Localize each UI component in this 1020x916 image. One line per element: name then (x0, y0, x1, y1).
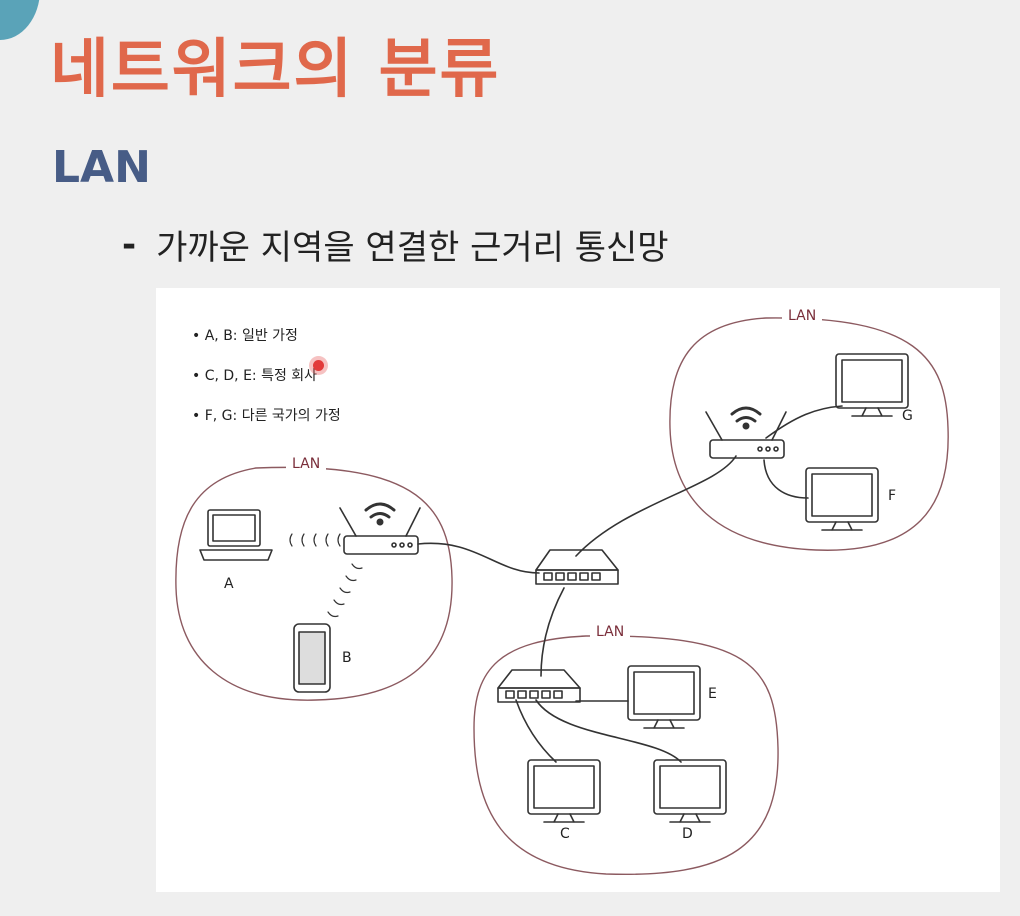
cable-router-foreign-to-g (765, 405, 843, 439)
bullet-text: 가까운 지역을 연결한 근거리 통신망 (156, 228, 669, 268)
router-icon (339, 502, 421, 555)
laptop-icon (199, 509, 273, 561)
network-diagram-drawing (175, 317, 949, 876)
location-pin-icon (313, 360, 324, 371)
wifi-icon (364, 502, 396, 526)
wifi-waves-laptop (289, 533, 341, 547)
router-icon (705, 406, 787, 459)
node-label-e: E (708, 686, 717, 702)
monitor-icon (835, 353, 909, 417)
monitor-icon (527, 759, 601, 823)
lan-boundary-company (473, 635, 779, 876)
diagram-legend: A, B: 일반 가정 C, D, E: 특정 회사 F, G: 다른 국가의 … (192, 326, 341, 446)
node-label-g: G (902, 408, 913, 424)
page-title: 네트워크의 분류 (50, 33, 501, 107)
node-label-b: B (342, 650, 352, 666)
wifi-icon (730, 406, 762, 430)
switch-icon (497, 669, 581, 703)
bullet-marker: - (122, 224, 137, 265)
monitor-icon (653, 759, 727, 823)
lan-boundary-home (175, 466, 453, 701)
node-label-f: F (888, 488, 897, 504)
phone-icon (293, 623, 331, 693)
lan-label-home: LAN (286, 456, 327, 472)
bullet-item: - 가까운 지역을 연결한 근거리 통신망 (122, 220, 669, 269)
cable-switch-to-switch-company (540, 587, 565, 677)
corner-decoration (0, 0, 40, 40)
cable-router-home-to-switch (417, 542, 540, 574)
node-label-c: C (560, 826, 570, 842)
switch-icon (535, 549, 619, 585)
node-label-d: D (682, 826, 693, 842)
lan-boundary-foreign (669, 317, 949, 551)
cable-company-to-c (515, 699, 557, 763)
cable-switch-to-router-foreign (575, 455, 737, 557)
monitor-icon (627, 665, 701, 729)
monitor-icon (805, 467, 879, 531)
lan-label-company: LAN (590, 624, 631, 640)
node-label-a: A (224, 576, 234, 592)
network-diagram: A, B: 일반 가정 C, D, E: 특정 회사 F, G: 다른 국가의 … (156, 288, 1000, 892)
cable-router-foreign-to-f (763, 459, 809, 499)
section-title: LAN (52, 142, 151, 193)
lan-label-foreign: LAN (782, 308, 823, 324)
legend-item-company: C, D, E: 특정 회사 (192, 366, 341, 406)
cable-company-to-d (535, 699, 682, 763)
legend-item-home: A, B: 일반 가정 (192, 326, 341, 366)
legend-item-foreign: F, G: 다른 국가의 가정 (192, 406, 341, 446)
wifi-waves-phone (327, 563, 363, 618)
